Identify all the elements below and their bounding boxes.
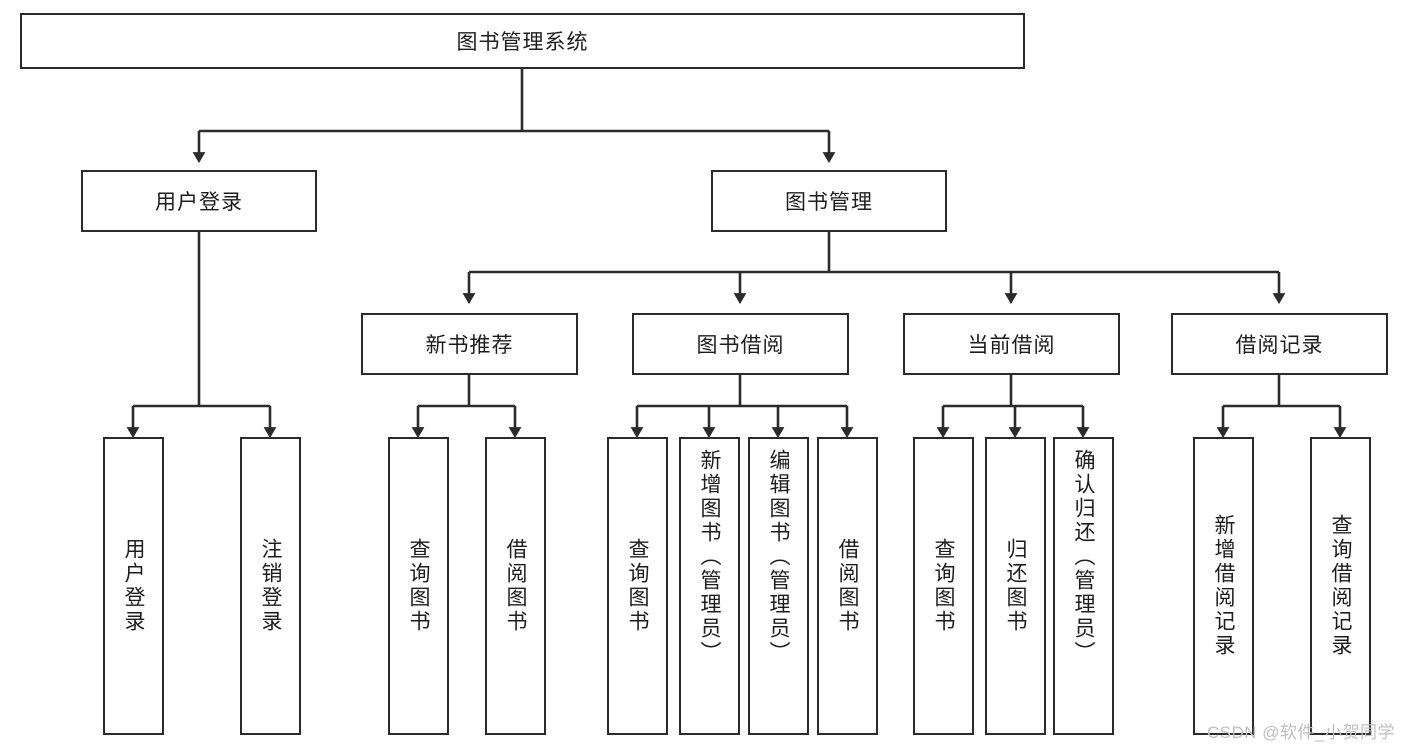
node-leaf-leaf-edit-book-admin[interactable]: 编辑图书（管理员） [748,437,809,735]
node-leaf-leaf-query-borrow-record[interactable]: 查询借阅记录 [1310,437,1371,735]
node-label: 确认归还（管理员） [1072,449,1095,665]
node-label: 用户登录 [122,538,145,634]
node-label: 查询借阅记录 [1329,514,1352,658]
node-label: 用户登录 [155,191,243,214]
node-leaf-leaf-borrow-book[interactable]: 借阅图书 [817,437,878,735]
node-leaf-leaf-add-book-admin[interactable]: 新增图书（管理员） [679,437,740,735]
node-label: 查询图书 [932,538,955,634]
node-l1-book-management[interactable]: 图书管理 [711,170,947,232]
node-label: 借阅图书 [836,538,859,634]
node-leaf-leaf-query-book-borrow[interactable]: 查询图书 [607,437,668,735]
node-label: 新增借阅记录 [1212,514,1235,658]
node-label: 图书管理系统 [456,31,589,54]
node-label: 新书推荐 [425,334,514,357]
node-leaf-leaf-logout[interactable]: 注销登录 [240,437,301,735]
node-leaf-leaf-return-book[interactable]: 归还图书 [985,437,1046,735]
node-leaf-leaf-confirm-return-admin[interactable]: 确认归还（管理员） [1053,437,1114,735]
node-label: 图书管理 [785,191,873,214]
node-leaf-leaf-query-book-recommend[interactable]: 查询图书 [388,437,449,735]
node-label: 新增图书（管理员） [698,449,721,665]
node-l2-current-borrow[interactable]: 当前借阅 [903,313,1120,375]
node-l1-user-login[interactable]: 用户登录 [81,170,317,232]
node-l2-book-borrow[interactable]: 图书借阅 [632,313,849,375]
node-l2-borrow-record[interactable]: 借阅记录 [1171,313,1388,375]
node-leaf-leaf-user-login[interactable]: 用户登录 [103,437,164,735]
node-label: 借阅记录 [1235,334,1324,357]
watermark-text: CSDN @软件_小贺同学 [1206,723,1395,742]
node-leaf-leaf-add-borrow-record[interactable]: 新增借阅记录 [1193,437,1254,735]
node-label: 归还图书 [1004,538,1027,634]
node-label: 查询图书 [626,538,649,634]
node-label: 查询图书 [407,538,430,634]
node-leaf-leaf-query-book-current[interactable]: 查询图书 [913,437,974,735]
node-label: 编辑图书（管理员） [767,449,790,665]
node-label: 图书借阅 [696,334,785,357]
node-root-root[interactable]: 图书管理系统 [20,13,1025,69]
node-label: 注销登录 [259,538,282,634]
node-label: 当前借阅 [967,334,1056,357]
node-leaf-leaf-borrow-book-recommend[interactable]: 借阅图书 [485,437,546,735]
node-l2-new-book-recommend[interactable]: 新书推荐 [361,313,578,375]
node-label: 借阅图书 [504,538,527,634]
